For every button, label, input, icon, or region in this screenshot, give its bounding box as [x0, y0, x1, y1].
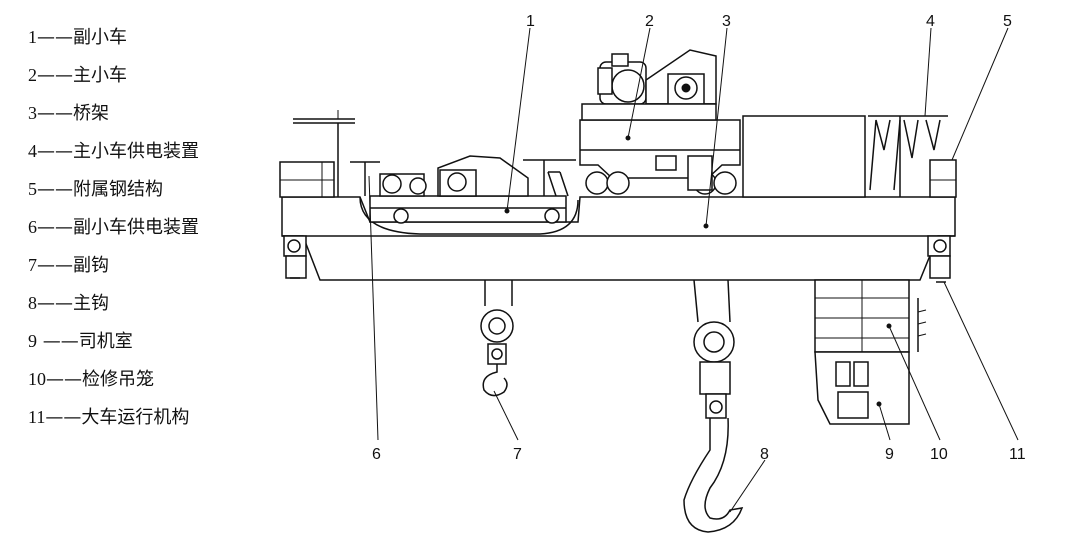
legend-dash: —— [45, 407, 82, 428]
legend: 1——副小车 2——主小车 3——桥架 4——主小车供电装置 5——附属钢结构 … [28, 18, 199, 436]
legend-label: 检修吊笼 [82, 369, 154, 390]
legend-dash: —— [37, 179, 73, 200]
legend-label: 副小车 [73, 27, 127, 48]
operator-cab [814, 279, 910, 425]
legend-label: 附属钢结构 [73, 179, 163, 200]
legend-num: 7 [28, 255, 37, 275]
callout-1: 1 [526, 13, 535, 30]
callout-2: 2 [645, 13, 654, 30]
callout-4: 4 [926, 13, 935, 30]
legend-item-1: 1——副小车 [28, 18, 199, 56]
legend-dash: —— [37, 27, 73, 48]
legend-item-3: 3——桥架 [28, 94, 199, 132]
legend-dash: —— [37, 293, 73, 314]
main-trolley-power-supply [868, 115, 948, 197]
legend-num: 8 [28, 293, 37, 313]
auxiliary-hook [480, 280, 514, 397]
legend-label: 主钩 [73, 293, 109, 314]
legend-dash: —— [37, 331, 79, 352]
legend-item-7: 7——副钩 [28, 246, 199, 284]
travel-mechanism [283, 235, 951, 283]
callout-10: 10 [930, 446, 948, 463]
main-trolley [579, 49, 741, 195]
legend-item-2: 2——主小车 [28, 56, 199, 94]
legend-num: 11 [28, 407, 46, 427]
legend-dash: —— [37, 217, 73, 238]
callout-7: 7 [513, 446, 522, 463]
legend-item-10: 10——检修吊笼 [28, 360, 199, 398]
callout-9: 9 [885, 446, 894, 463]
callout-8: 8 [760, 446, 769, 463]
legend-item-8: 8——主钩 [28, 284, 199, 322]
legend-num: 3 [28, 103, 37, 123]
legend-dash: —— [46, 369, 82, 390]
legend-num: 4 [28, 141, 37, 161]
bridge-girder [279, 110, 957, 281]
legend-num: 2 [28, 65, 37, 85]
callout-6: 6 [372, 446, 381, 463]
callout-3: 3 [722, 13, 731, 30]
legend-num: 9 [28, 331, 37, 351]
legend-dash: —— [37, 65, 73, 86]
callout-5: 5 [1003, 13, 1012, 30]
legend-item-6: 6——副小车供电装置 [28, 208, 199, 246]
legend-num: 5 [28, 179, 37, 199]
legend-label: 桥架 [73, 103, 109, 124]
legend-item-5: 5——附属钢结构 [28, 170, 199, 208]
legend-label: 主小车供电装置 [73, 141, 199, 162]
maintenance-cage [917, 298, 927, 352]
legend-label: 司机室 [78, 331, 133, 352]
legend-label: 大车运行机构 [81, 407, 190, 428]
legend-label: 副小车供电装置 [73, 217, 199, 238]
legend-item-4: 4——主小车供电装置 [28, 132, 199, 170]
legend-label: 副钩 [73, 255, 109, 276]
leader-lines [493, 27, 1019, 513]
legend-num: 6 [28, 217, 37, 237]
auxiliary-trolley [350, 155, 579, 235]
callout-11: 11 [1009, 446, 1026, 463]
legend-item-11: 11——大车运行机构 [28, 398, 199, 436]
main-hook [683, 279, 744, 533]
legend-item-9: 9 ——司机室 [28, 322, 199, 360]
auxiliary-trolley-power-cable [368, 175, 379, 441]
legend-num: 1 [28, 27, 37, 47]
legend-label: 主小车 [73, 65, 127, 86]
legend-num: 10 [28, 369, 46, 389]
legend-dash: —— [37, 141, 73, 162]
legend-dash: —— [37, 255, 73, 276]
legend-dash: —— [37, 103, 73, 124]
